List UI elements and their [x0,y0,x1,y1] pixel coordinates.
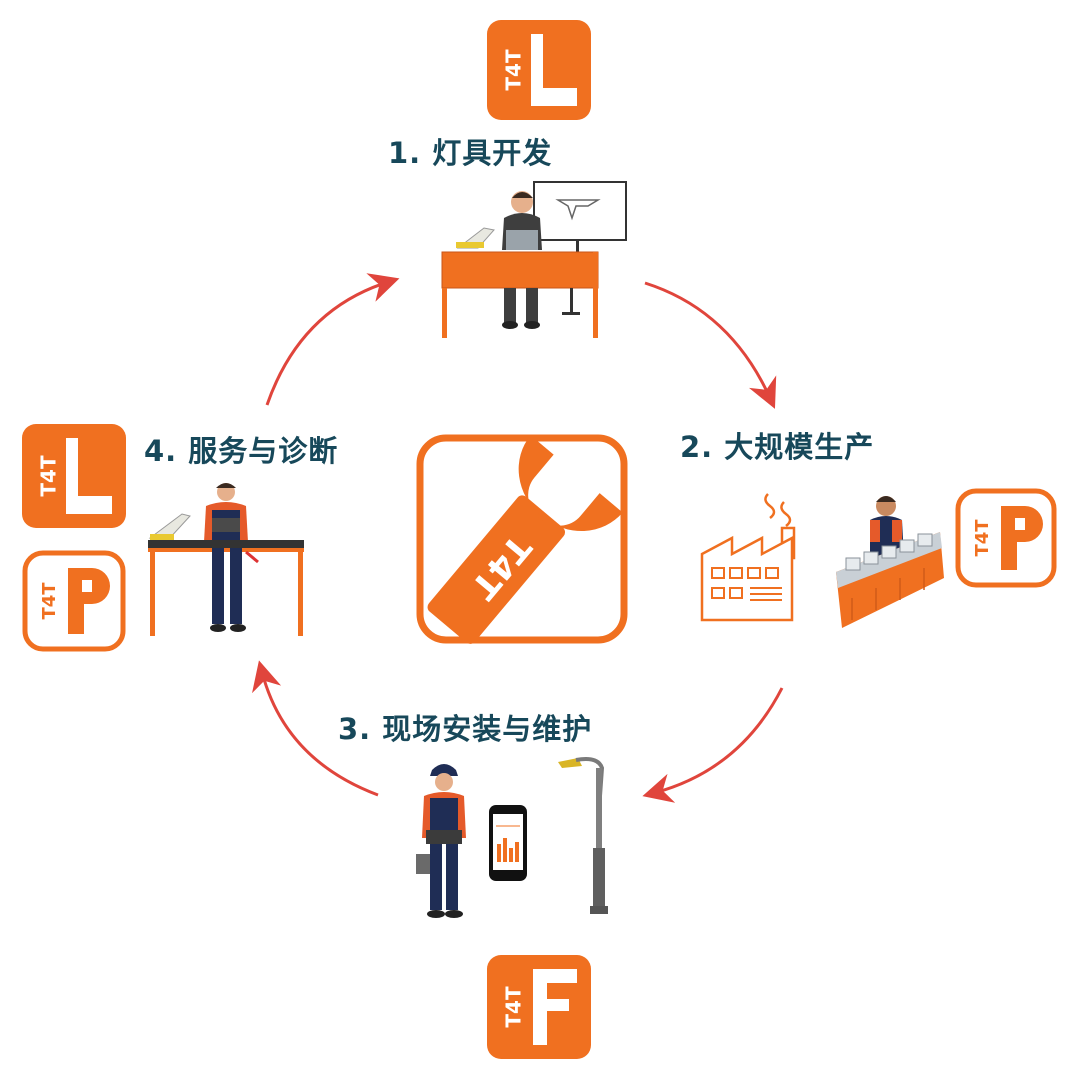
badge-mark: T4T [502,986,526,1028]
smartphone-icon [488,804,528,882]
t4t-l-badge: T4T [487,20,591,120]
factory-icon [698,488,810,624]
t4t-wrench-logo: T4T [416,434,628,644]
designer-desk-illustration [438,178,628,340]
step-1-label: 1. 灯具开发 [388,136,553,170]
step-2-label: 2. 大规模生产 [680,430,875,464]
arrow-2-to-3 [642,687,784,803]
t4t-l-badge-left: T4T [22,424,126,528]
arrow-3-to-4 [252,660,379,797]
t4t-p-badge-left: T4T [22,550,126,652]
badge-mark: T4T [972,519,993,557]
badge-mark: T4T [37,455,61,497]
badge-mark: T4T [39,582,60,620]
step-3-label: 3. 现场安装与维护 [338,712,593,746]
badge-mark: T4T [502,49,526,91]
field-technician-illustration [412,758,478,920]
service-technician-illustration [146,482,306,638]
production-worker-illustration [832,488,946,640]
step-4-label: 4. 服务与诊断 [144,434,339,468]
arrow-1-to-2 [644,281,777,409]
street-lamp-icon [556,756,612,920]
t4t-f-badge: T4T [487,955,591,1059]
t4t-p-badge: T4T [955,488,1057,588]
arrow-4-to-1 [265,273,400,406]
